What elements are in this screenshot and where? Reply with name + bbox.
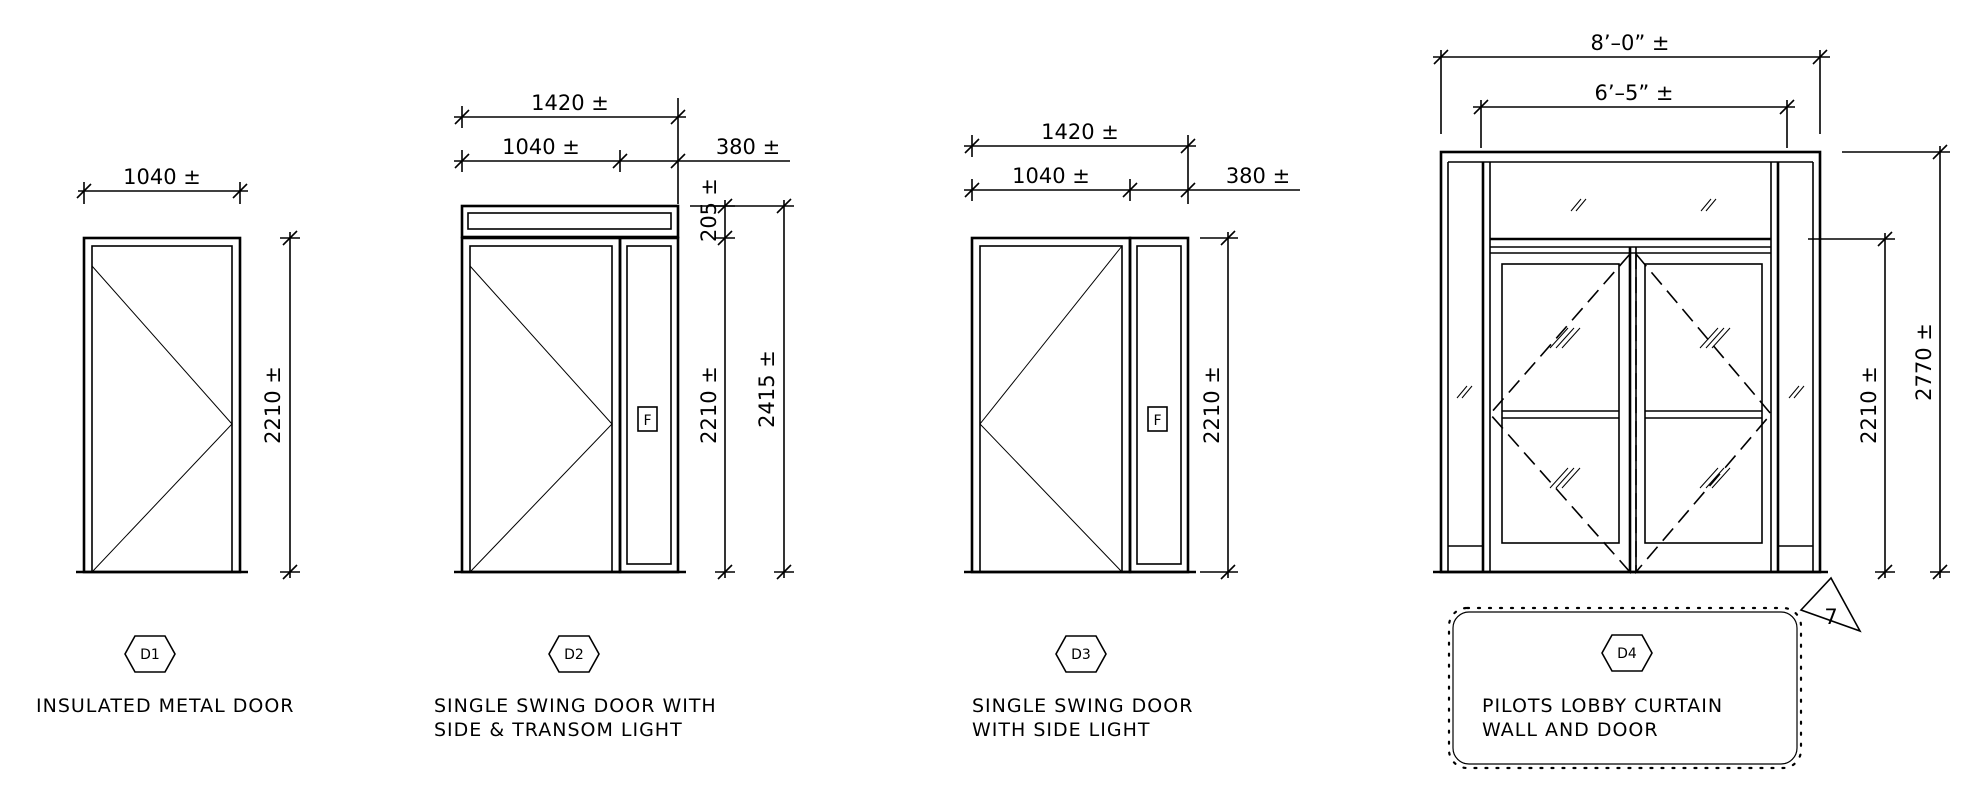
- door-d4-width-label: 6’–5” ±: [1594, 81, 1673, 105]
- revision-number: 7: [1824, 605, 1837, 629]
- door-d1: 1040 ± 2210 ± D1 INSULATED METAL DOOR: [36, 165, 300, 717]
- door-d2-tag: D2: [548, 635, 600, 673]
- door-d3-side-label: 380 ±: [1226, 164, 1290, 188]
- door-d2-frame: F: [454, 204, 686, 574]
- door-d4-overall-dim: 8’–0” ±: [1433, 31, 1830, 134]
- revision-cloud: [1447, 606, 1803, 770]
- door-d4-caption-line2: WALL AND DOOR: [1482, 719, 1659, 741]
- door-d4-overall-label: 8’–0” ±: [1590, 31, 1669, 55]
- door-d2-width-dim: 1040 ± 380 ±: [454, 135, 790, 172]
- door-d4-overall-height-label: 2770 ±: [1912, 323, 1936, 401]
- door-d3-tag-label: D3: [1071, 647, 1091, 663]
- door-d1-frame: [76, 236, 248, 574]
- door-d2-transom-marker: ±: [697, 178, 721, 196]
- revision-triangle: 7: [1799, 576, 1862, 633]
- door-d2-tag-label: D2: [564, 647, 584, 663]
- door-d2-caption-line2: SIDE & TRANSOM LIGHT: [434, 719, 683, 741]
- door-d4: 8’–0” ± 6’–5” ± 2210 ± 2770 ±: [1433, 31, 1950, 770]
- door-d4-caption-line1: PILOTS LOBBY CURTAIN: [1482, 695, 1723, 717]
- door-d2-caption-line1: SINGLE SWING DOOR WITH: [434, 695, 717, 717]
- door-d3-width-label: 1040 ±: [1012, 164, 1090, 188]
- door-d3-overall-dim: 1420 ±: [964, 120, 1196, 204]
- door-d2-transom-label: 205: [697, 202, 721, 242]
- door-d3-height-label: 2210 ±: [1200, 366, 1224, 444]
- door-d3-panel-label: F: [1153, 413, 1161, 429]
- door-d2-side-label: 380 ±: [716, 135, 780, 159]
- door-d3-frame: F: [964, 236, 1196, 574]
- door-d1-height-label: 2210 ±: [261, 366, 285, 444]
- door-d1-caption: INSULATED METAL DOOR: [36, 695, 295, 717]
- door-d3-overall-label: 1420 ±: [1041, 120, 1119, 144]
- door-d1-width-label: 1040 ±: [123, 165, 201, 189]
- door-d3-height-dim: 2210 ±: [1200, 230, 1238, 580]
- door-d3-tag: D3: [1055, 635, 1107, 673]
- door-d2-height-dims: ± 205 2210 ± 2415 ±: [690, 178, 794, 580]
- door-d2-width-label: 1040 ±: [502, 135, 580, 159]
- door-d2: F 1420 ± 1040 ± 380 ±: [434, 91, 794, 741]
- door-d4-height-label: 2210 ±: [1857, 366, 1881, 444]
- door-d2-panel-label: F: [643, 413, 651, 429]
- door-d3-caption-line2: WITH SIDE LIGHT: [972, 719, 1150, 741]
- door-d1-tag-label: D1: [140, 647, 160, 663]
- door-d3-width-dim: 1040 ± 380 ±: [964, 164, 1300, 201]
- door-d1-width-dim: 1040 ±: [76, 165, 248, 204]
- door-d2-overall-dim: 1420 ±: [454, 91, 686, 204]
- door-d4-tag-label: D4: [1617, 646, 1637, 662]
- door-d1-height-dim: 2210 ±: [261, 230, 300, 580]
- door-d1-tag: D1: [124, 635, 176, 673]
- door-d2-height-label: 2210 ±: [697, 366, 721, 444]
- door-d2-overall-height-label: 2415 ±: [755, 350, 779, 428]
- door-d3-caption-line1: SINGLE SWING DOOR: [972, 695, 1193, 717]
- door-d3: F 1420 ± 1040 ± 380 ± 2210 ±: [964, 120, 1300, 741]
- door-d4-tag: D4: [1601, 634, 1653, 672]
- door-d4-frame: [1433, 150, 1828, 575]
- door-d4-width-dim: 6’–5” ±: [1473, 81, 1795, 148]
- door-d2-overall-label: 1420 ±: [531, 91, 609, 115]
- door-d4-height-dims: 2210 ± 2770 ±: [1808, 144, 1950, 580]
- door-d4-glazing-marks: [1456, 198, 1805, 489]
